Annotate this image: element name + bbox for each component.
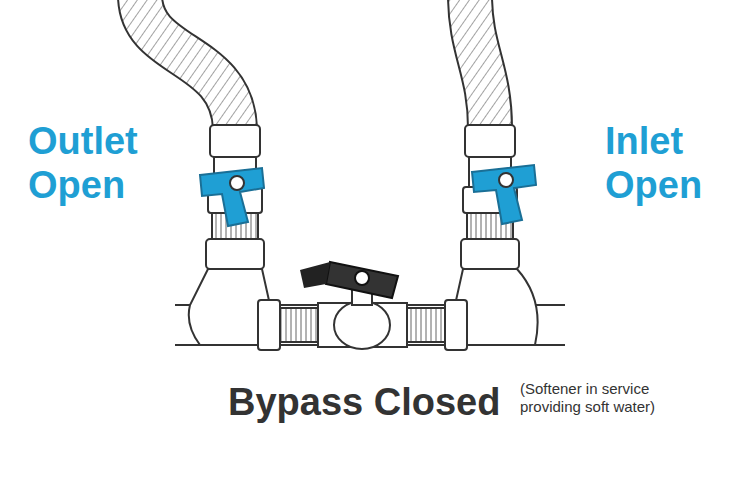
bypass-handle	[300, 262, 398, 298]
inlet-label: Inlet Open	[605, 120, 702, 207]
braided-hoses	[140, 0, 490, 128]
bypass-valve-body	[280, 285, 445, 349]
outlet-handle	[200, 168, 264, 226]
outlet-label: Outlet Open	[28, 120, 138, 207]
status-note: (Softener in service providing soft wate…	[520, 380, 695, 416]
bypass-label: Bypass Closed	[228, 382, 500, 424]
outlet-fitting	[189, 125, 280, 350]
inlet-handle	[472, 165, 536, 224]
inlet-fitting	[445, 125, 538, 350]
